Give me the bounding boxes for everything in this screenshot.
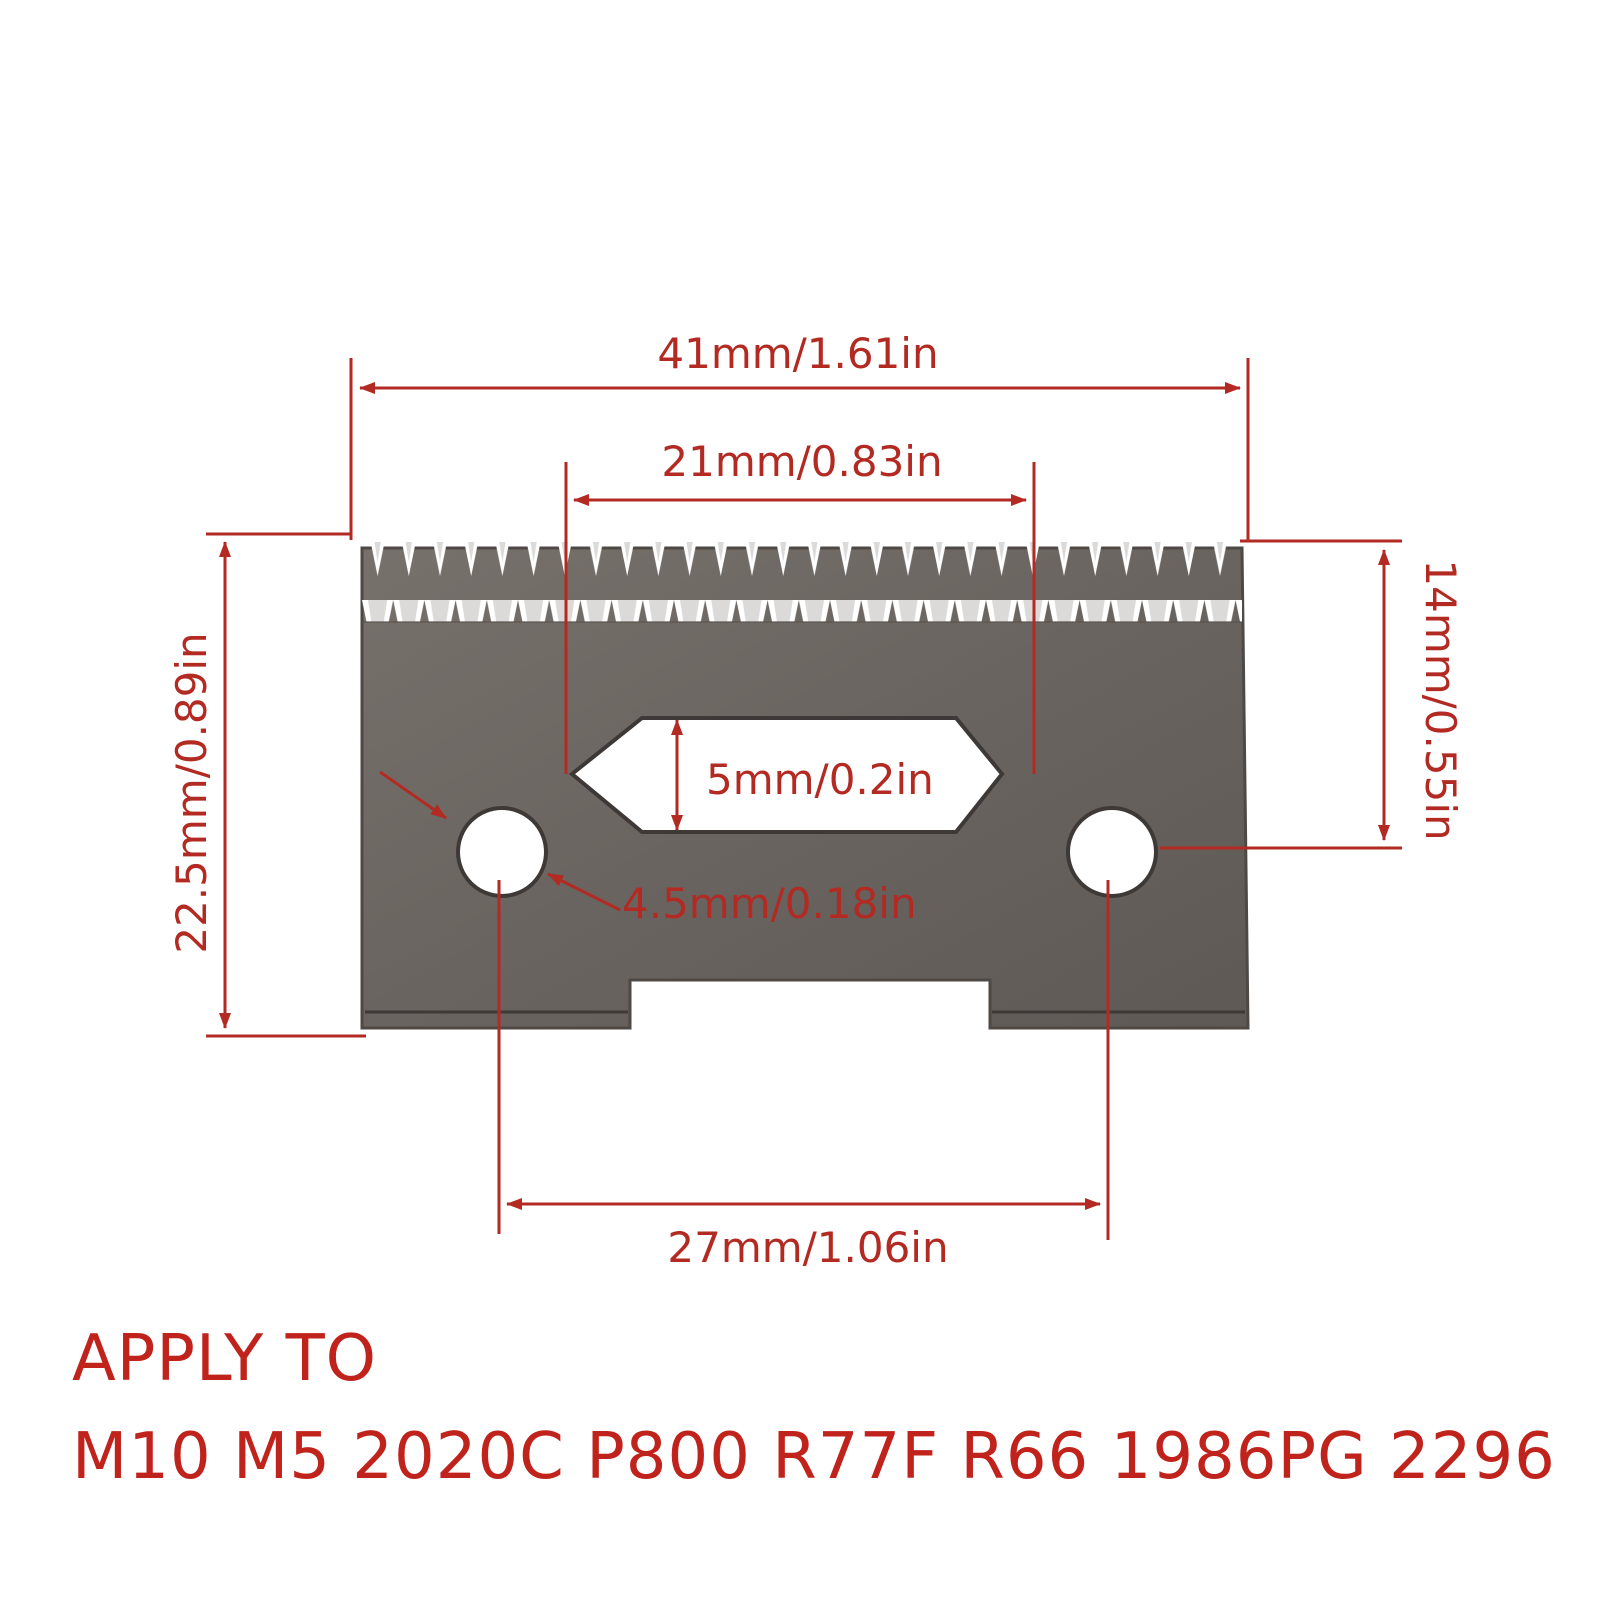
compatible-models: M10 M5 2020C P800 R77F R66 1986PG 2296 <box>72 1420 1556 1494</box>
blade-teeth <box>362 542 1242 622</box>
label-teeth-span: 21mm/0.83in <box>661 437 942 486</box>
label-hole-spacing: 27mm/1.06in <box>667 1223 948 1272</box>
label-hole-diameter: 4.5mm/0.18in <box>622 879 917 928</box>
dimension-labels: 41mm/1.61in 21mm/0.83in 5mm/0.2in 4.5mm/… <box>167 329 1465 1272</box>
label-teeth-to-hole-height: 14mm/0.55in <box>1416 559 1465 840</box>
mounting-hole-left <box>456 806 548 898</box>
label-slot-height: 5mm/0.2in <box>706 755 934 804</box>
mounting-hole-right <box>1066 806 1158 898</box>
dimension-lines <box>206 358 1402 1240</box>
label-total-width: 41mm/1.61in <box>657 329 938 378</box>
hole-pointer-upper <box>379 770 447 820</box>
label-total-height: 22.5mm/0.89in <box>167 632 216 953</box>
clipper-blade <box>360 542 1250 1030</box>
hole-pointer-lower <box>547 872 621 912</box>
apply-to-heading: APPLY TO <box>72 1322 378 1396</box>
